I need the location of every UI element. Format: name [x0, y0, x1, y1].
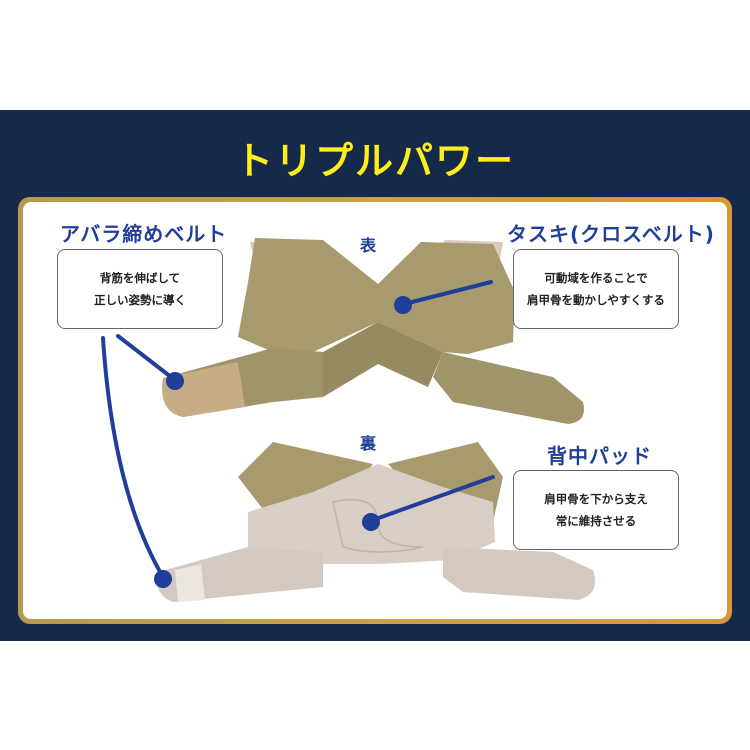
- feature-text-line: 可動域を作ることで: [544, 271, 648, 285]
- callout-lines: [101, 280, 495, 579]
- page-title: トリプルパワー: [234, 139, 515, 183]
- feature-text-line: 正しい姿勢に導く: [94, 293, 186, 307]
- feature-text-line: 常に維持させる: [555, 514, 637, 528]
- feature-heading-cross-belt: タスキ(クロスベルト): [507, 222, 715, 246]
- dot-back-pad: [362, 513, 380, 531]
- feature-box-cross-belt: 可動域を作ることで 肩甲骨を動かしやすくする: [513, 249, 679, 329]
- product-illustration: [101, 238, 596, 602]
- feature-text-line: 肩甲骨を動かしやすくする: [527, 293, 665, 307]
- dot-belt-back: [154, 570, 172, 588]
- feature-text-line: 肩甲骨を下から支え: [544, 492, 648, 506]
- feature-box-back-pad: 肩甲骨を下から支え 常に維持させる: [513, 470, 679, 550]
- back-view-label: 裏: [360, 434, 377, 453]
- front-view-label: 表: [360, 236, 377, 255]
- dot-belt: [166, 372, 184, 390]
- callout-dots: [154, 296, 412, 588]
- feature-heading-back-pad: 背中パッド: [547, 444, 652, 468]
- gold-frame: 表 裏 アバラ締めベルト 背筋を伸ばして 正しい姿勢に導く タスキ(クロスベルト…: [18, 197, 732, 624]
- feature-box-belt: 背筋を伸ばして 正しい姿勢に導く: [57, 249, 223, 329]
- feature-text-line: 背筋を伸ばして: [99, 271, 181, 285]
- content-panel: 表 裏 アバラ締めベルト 背筋を伸ばして 正しい姿勢に導く タスキ(クロスベルト…: [23, 202, 727, 619]
- feature-heading-belt: アバラ締めベルト: [60, 222, 228, 246]
- dot-cross-belt: [394, 296, 412, 314]
- front-view-image: [162, 238, 584, 424]
